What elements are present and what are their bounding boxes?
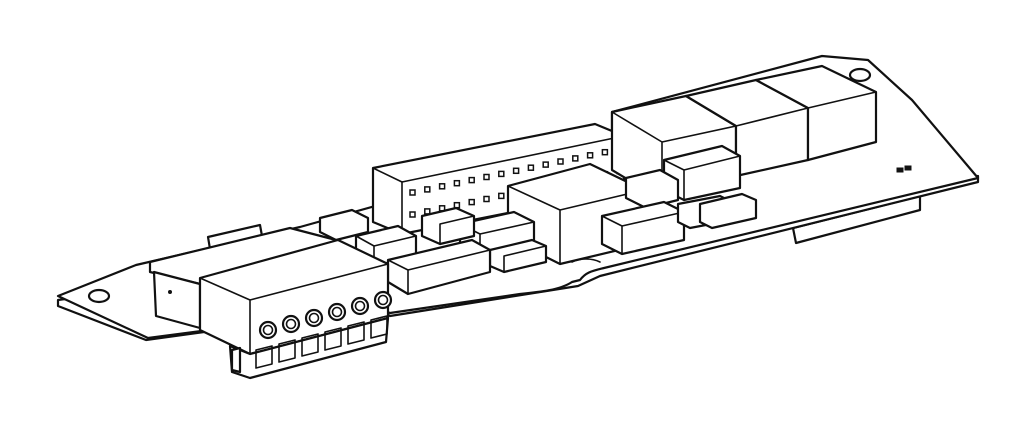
header-pin <box>453 201 461 209</box>
header-pin <box>557 158 564 165</box>
screw-terminal-icon <box>281 314 301 334</box>
wire-slot <box>301 333 319 357</box>
header-pin <box>586 152 594 159</box>
header-pin <box>424 186 431 193</box>
wire-slot <box>370 315 388 339</box>
header-pin <box>498 170 505 178</box>
header-pin <box>512 167 520 175</box>
header-pin <box>483 195 490 203</box>
header-pin <box>572 155 579 162</box>
wire-slot <box>278 339 296 363</box>
header-pin <box>498 192 505 200</box>
screw-terminal-icon <box>373 290 393 310</box>
header-pin <box>542 161 549 168</box>
header-pin <box>483 173 490 181</box>
wire-slot <box>324 327 342 351</box>
screw-terminal-icon <box>350 296 370 316</box>
screw-terminal-icon <box>304 308 324 328</box>
header-pin <box>527 164 535 171</box>
header-pin <box>409 189 416 196</box>
mounting-hole <box>87 288 111 304</box>
header-pin <box>438 183 446 190</box>
mounting-hole <box>848 67 872 83</box>
screw-terminal-icon <box>258 320 278 340</box>
header-pin <box>424 208 431 215</box>
header-pin <box>601 148 609 156</box>
header-pin <box>409 211 416 218</box>
wire-slot <box>347 321 365 345</box>
terminal-block <box>148 226 393 380</box>
header-pin <box>468 176 475 184</box>
center-components <box>318 144 758 296</box>
header-pin <box>453 179 461 187</box>
wire-slot <box>255 345 273 369</box>
header-pin <box>468 198 475 206</box>
screw-terminal-icon <box>327 302 347 322</box>
